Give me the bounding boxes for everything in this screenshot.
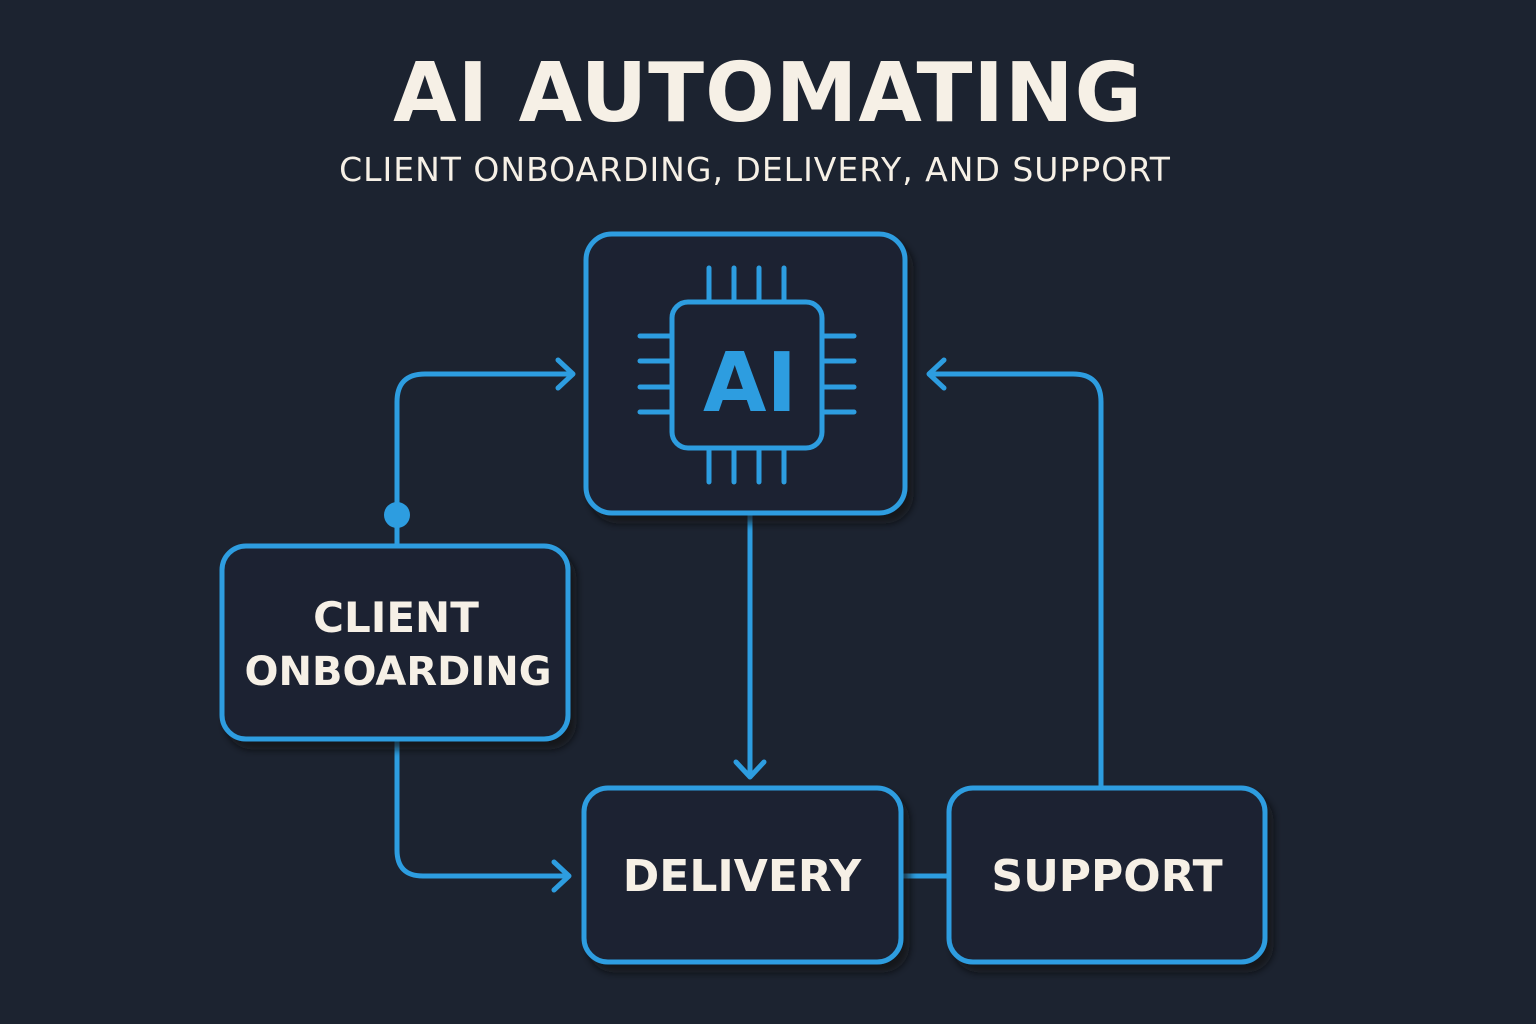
connectors [384, 357, 1104, 893]
delivery-label: DELIVERY [623, 851, 863, 902]
ai-chip-icon [637, 265, 857, 485]
arrowhead-onboarding-to-delivery [551, 859, 572, 893]
ai-node-label: AI [703, 336, 797, 431]
connector-onboarding-to-delivery [394, 737, 571, 879]
connector-support-to-ai [927, 371, 1104, 789]
support-label: SUPPORT [991, 851, 1222, 902]
delivery-node: DELIVERY [581, 785, 904, 965]
onboarding-label-line1: CLIENT [313, 593, 479, 642]
arrowhead-ai-to-delivery [733, 759, 767, 780]
onboarding-node: CLIENT ONBOARDING [219, 543, 571, 742]
page-subtitle: CLIENT ONBOARDING, DELIVERY, AND SUPPORT [339, 150, 1171, 189]
arrowhead-onboarding-to-ai [555, 357, 576, 391]
page-title: AI AUTOMATING [393, 46, 1143, 141]
ai-node: AI [583, 231, 908, 516]
connector-dot [384, 502, 410, 528]
support-node: SUPPORT [946, 785, 1268, 965]
onboarding-label-line2: ONBOARDING [244, 649, 551, 695]
arrowhead-support-to-ai [926, 357, 947, 391]
connector-onboarding-to-ai [394, 371, 575, 548]
